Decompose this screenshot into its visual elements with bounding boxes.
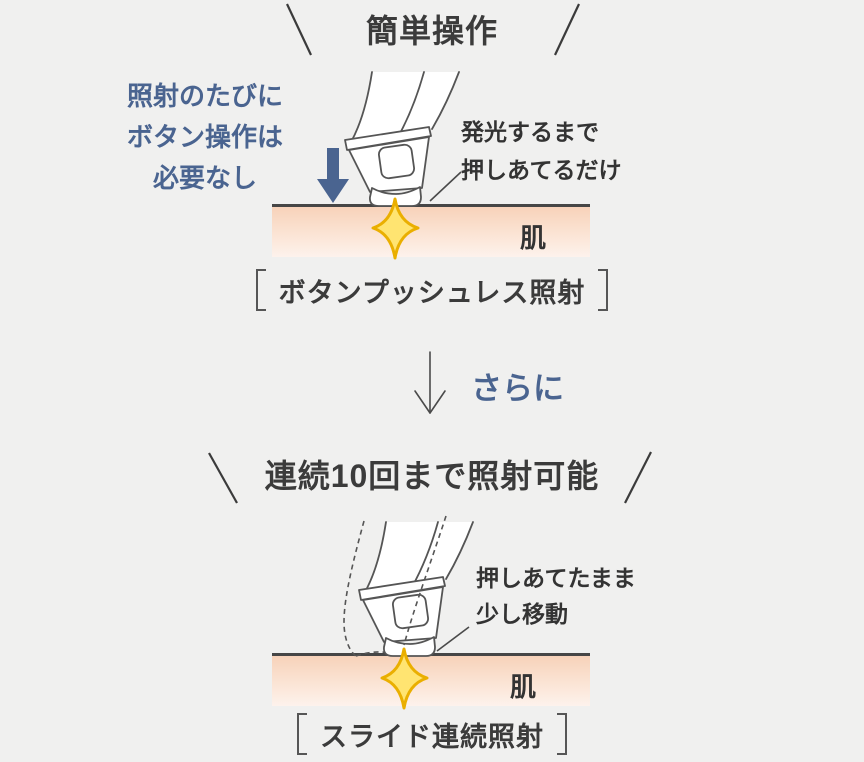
- callout-line: 発光するまで: [461, 119, 599, 145]
- left-bracket: [297, 713, 307, 755]
- skin-surface: 肌: [272, 204, 590, 257]
- device-illustration: [358, 521, 474, 657]
- thin-down-arrow-icon: [414, 351, 446, 414]
- callout-line: 押しあてたまま: [476, 565, 636, 591]
- skin-label: 肌: [509, 672, 536, 702]
- skin-surface: 肌: [272, 653, 590, 706]
- note-line: ボタン操作は: [126, 122, 283, 152]
- note-line: 必要なし: [152, 163, 257, 193]
- mode-caption: ボタンプッシュレス照射: [0, 269, 864, 311]
- mode-caption-text: ボタンプッシュレス照射: [278, 277, 586, 308]
- ghost-device-outline: [343, 520, 396, 658]
- right-bracket: [557, 713, 567, 755]
- furthermore-label: さらに: [471, 371, 564, 406]
- callout-line: 押しあてるだけ: [461, 157, 622, 183]
- ghost-device-outline: [403, 515, 447, 646]
- right-bracket: [598, 269, 609, 311]
- left-bracket: [255, 269, 266, 311]
- callout-pointer-line: [429, 171, 462, 202]
- callout-pointer-line: [436, 626, 470, 652]
- press-until-flash-callout: 発光するまで 押しあてるだけ: [461, 113, 622, 189]
- skin-label: 肌: [519, 223, 546, 253]
- slide-while-pressing-callout: 押しあてたまま 少し移動: [476, 560, 636, 632]
- mode-caption: スライド連続照射: [0, 713, 864, 755]
- section-title: 簡単操作: [365, 13, 498, 49]
- mode-caption-text: スライド連続照射: [320, 721, 544, 752]
- no-button-note: 照射のたびに ボタン操作は 必要なし: [88, 76, 322, 199]
- section-title: 連続10回まで照射可能: [264, 458, 600, 494]
- callout-line: 少し移動: [476, 601, 568, 627]
- note-line: 照射のたびに: [126, 81, 283, 111]
- device-illustration: [344, 71, 460, 207]
